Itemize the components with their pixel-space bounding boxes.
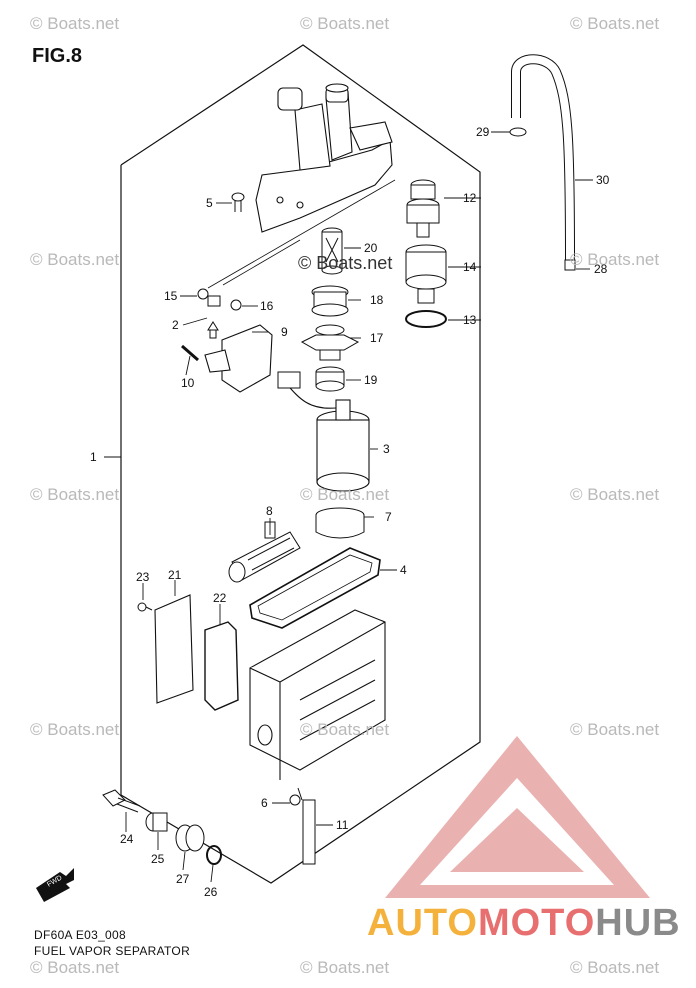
- diagram-code: DF60A E03_008: [34, 928, 126, 942]
- watermark: © Boats.net: [570, 250, 660, 269]
- part-label-11: 11: [336, 818, 349, 832]
- part-label-5: 5: [206, 196, 213, 210]
- part-label-21: 21: [168, 568, 182, 582]
- watermark: © Boats.net: [30, 958, 120, 977]
- grommet-27: [175, 824, 205, 852]
- watermark: © Boats.net: [300, 14, 390, 33]
- gasket-22: [204, 621, 239, 711]
- connector-19: [277, 371, 301, 389]
- leader-lines: [104, 131, 593, 883]
- gasket-4: [249, 547, 381, 629]
- watermark: © Boats.net: [570, 958, 660, 977]
- part-label-12: 12: [463, 191, 477, 205]
- watermark: © Boats.net: [30, 485, 120, 504]
- watermark: © Boats.net: [30, 14, 120, 33]
- part-label-22: 22: [213, 591, 227, 605]
- watermark: © Boats.net: [570, 14, 660, 33]
- watermark: © Boats.net: [300, 720, 390, 739]
- part-label-15: 15: [164, 289, 178, 303]
- part-label-2: 2: [172, 318, 179, 332]
- bracket-9: [204, 324, 273, 393]
- part-label-28: 28: [594, 262, 608, 276]
- part-label-20: 20: [364, 241, 378, 255]
- diagram-caption: FUEL VAPOR SEPARATOR: [34, 944, 191, 958]
- watermark: © Boats.net: [30, 250, 120, 269]
- part-label-25: 25: [151, 852, 165, 866]
- part-label-30: 30: [596, 173, 610, 187]
- part-label-17: 17: [370, 331, 384, 345]
- pin-10: [181, 344, 199, 362]
- part-label-10: 10: [181, 376, 195, 390]
- center-watermark: © Boats.net: [298, 253, 393, 273]
- fwd-arrow-icon: [36, 868, 74, 902]
- separator-head: [255, 83, 393, 233]
- collar-25: [145, 812, 168, 832]
- assembly-boundary: [120, 44, 481, 884]
- fuel-pump-3: [284, 381, 370, 492]
- part-label-9: 9: [281, 325, 288, 339]
- brand-part-auto: AUTO: [367, 902, 478, 944]
- part-label-8: 8: [266, 504, 273, 518]
- part-19: [315, 366, 345, 392]
- strainer-8: [228, 521, 301, 583]
- part-label-16: 16: [260, 299, 274, 313]
- pipe-11: [302, 799, 316, 865]
- watermark: © Boats.net: [570, 485, 660, 504]
- part-label-19: 19: [364, 373, 378, 387]
- part-label-13: 13: [463, 313, 477, 327]
- part-label-1: 1: [90, 450, 97, 464]
- part-label-3: 3: [383, 442, 390, 456]
- bolt-24: [102, 789, 141, 813]
- o-ring-13: [405, 310, 447, 328]
- part-label-29: 29: [476, 125, 490, 139]
- brand-logo-triangle: [385, 736, 650, 898]
- watermark: © Boats.net: [300, 485, 390, 504]
- brand-logo: AUTOMOTOHUB: [367, 902, 681, 945]
- washer-26: [206, 845, 222, 865]
- part-label-7: 7: [385, 510, 392, 524]
- watermark: © Boats.net: [300, 958, 390, 977]
- brand-part-moto: MOTO: [477, 902, 596, 944]
- screw-23: [137, 602, 153, 612]
- plate-21: [154, 594, 194, 704]
- part-label-27: 27: [176, 872, 190, 886]
- part-17: [300, 324, 360, 361]
- brand-part-hub: HUB: [595, 902, 681, 944]
- valve-14: [405, 244, 447, 304]
- watermark: © Boats.net: [570, 720, 660, 739]
- part-18: [311, 285, 349, 317]
- clip-29: [509, 127, 527, 137]
- small-fittings: [197, 288, 242, 339]
- part-7: [315, 507, 365, 539]
- valve-12: [406, 179, 440, 238]
- watermark: © Boats.net: [30, 720, 120, 739]
- filter-20: [321, 227, 343, 275]
- part-label-18: 18: [370, 293, 384, 307]
- screw-6: [289, 787, 303, 806]
- separator-bowl: [249, 609, 386, 780]
- assembly-link-lines: [207, 179, 396, 289]
- part-label-23: 23: [136, 570, 150, 584]
- part-label-14: 14: [463, 260, 477, 274]
- screw-5: [231, 192, 245, 212]
- part-label-6: 6: [261, 796, 268, 810]
- figure-title: FIG.8: [32, 45, 83, 67]
- part-label-24: 24: [120, 832, 134, 846]
- part-label-26: 26: [204, 885, 218, 899]
- part-label-4: 4: [400, 563, 407, 577]
